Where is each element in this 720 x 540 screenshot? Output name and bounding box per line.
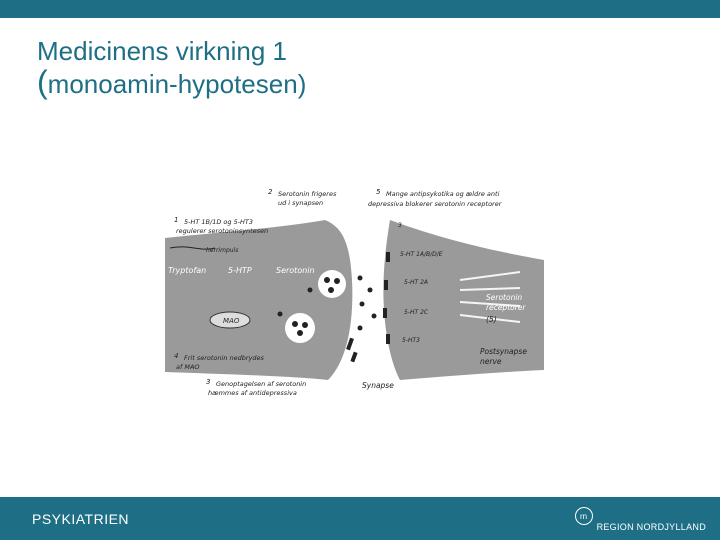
footer-region-name: REGION NORDJYLLAND	[596, 522, 706, 532]
label-receptor-3: 5-HT 2C	[404, 309, 429, 316]
label-receptors-a: Serotonin	[486, 293, 522, 302]
label-number-2: 2	[268, 188, 273, 196]
postsynaptic-neuron	[383, 220, 544, 380]
title-line-1: Medicinens virkning 1	[37, 36, 288, 66]
label-1a: 5-HT 1B/1D og 5-HT3	[184, 218, 253, 226]
label-number-4: 4	[174, 352, 178, 360]
title-line-2-text: monoamin-hypotesen)	[47, 69, 307, 99]
label-tryptofan: Tryptofan	[168, 266, 206, 275]
label-5b: depressiva blokerer serotonin receptorer	[368, 200, 503, 208]
label-2a: Serotonin frigeres	[278, 190, 337, 198]
synapse-illustration: MAO 1 5-HT 1B/1D og 5-HT3 regulerer sero…	[165, 188, 544, 397]
label-3b: hæmmes af antidepressiva	[208, 389, 297, 397]
label-number-3-top: 3	[398, 222, 402, 229]
label-receptors-b: receptorer	[486, 303, 526, 312]
label-postsynapse-a: Postsynapse	[480, 347, 527, 356]
label-serotonin: Serotonin	[276, 266, 315, 275]
label-receptor-4: 5-HT3	[402, 337, 420, 344]
label-receptors-c: (5)	[486, 315, 497, 324]
region-logo-icon: rn	[574, 507, 593, 525]
footer-bar: PSYKIATRIEN rn REGION NORDJYLLAND	[0, 497, 720, 540]
vesicle	[318, 270, 346, 298]
top-bar	[0, 0, 720, 18]
serotonin-molecule	[357, 275, 363, 281]
label-2b: ud i synapsen	[278, 199, 323, 207]
title-line-2: (monoamin-hypotesen)	[37, 64, 307, 100]
title-paren: (	[37, 64, 48, 100]
vesicle	[285, 313, 315, 343]
mao-enzyme	[209, 311, 251, 329]
synapse-diagram: MAO 1 5-HT 1B/1D og 5-HT3 regulerer sero…	[160, 180, 544, 402]
slide-title: Medicinens virkning 1 (monoamin-hypotese…	[37, 36, 306, 100]
footer-brand-psykiatrien: PSYKIATRIEN	[32, 511, 130, 527]
mao-label: MAO	[223, 317, 240, 325]
label-5a: Mange antipsykotika og ældre anti	[386, 190, 500, 198]
label-number-3: 3	[206, 378, 210, 386]
label-4a: Frit serotonin nedbrydes	[184, 354, 265, 362]
footer-region-logo: rn REGION NORDJYLLAND	[574, 504, 706, 534]
label-4b: af MAO	[176, 363, 200, 371]
label-number-1: 1	[174, 216, 178, 224]
label-impulse: herrimpuls	[206, 247, 238, 254]
label-receptor-2: 5-HT 2A	[404, 279, 428, 286]
label-1b: regulerer serotoninsyntesen	[176, 227, 268, 235]
label-5htp: 5-HTP	[228, 266, 252, 275]
label-receptor-1: 5-HT 1A/B/D/E	[400, 251, 443, 258]
label-3a: Genoptagelsen af serotonin	[216, 380, 306, 388]
label-postsynapse-b: nerve	[480, 357, 502, 366]
label-number-5: 5	[376, 188, 381, 196]
label-synapse: Synapse	[362, 381, 394, 390]
